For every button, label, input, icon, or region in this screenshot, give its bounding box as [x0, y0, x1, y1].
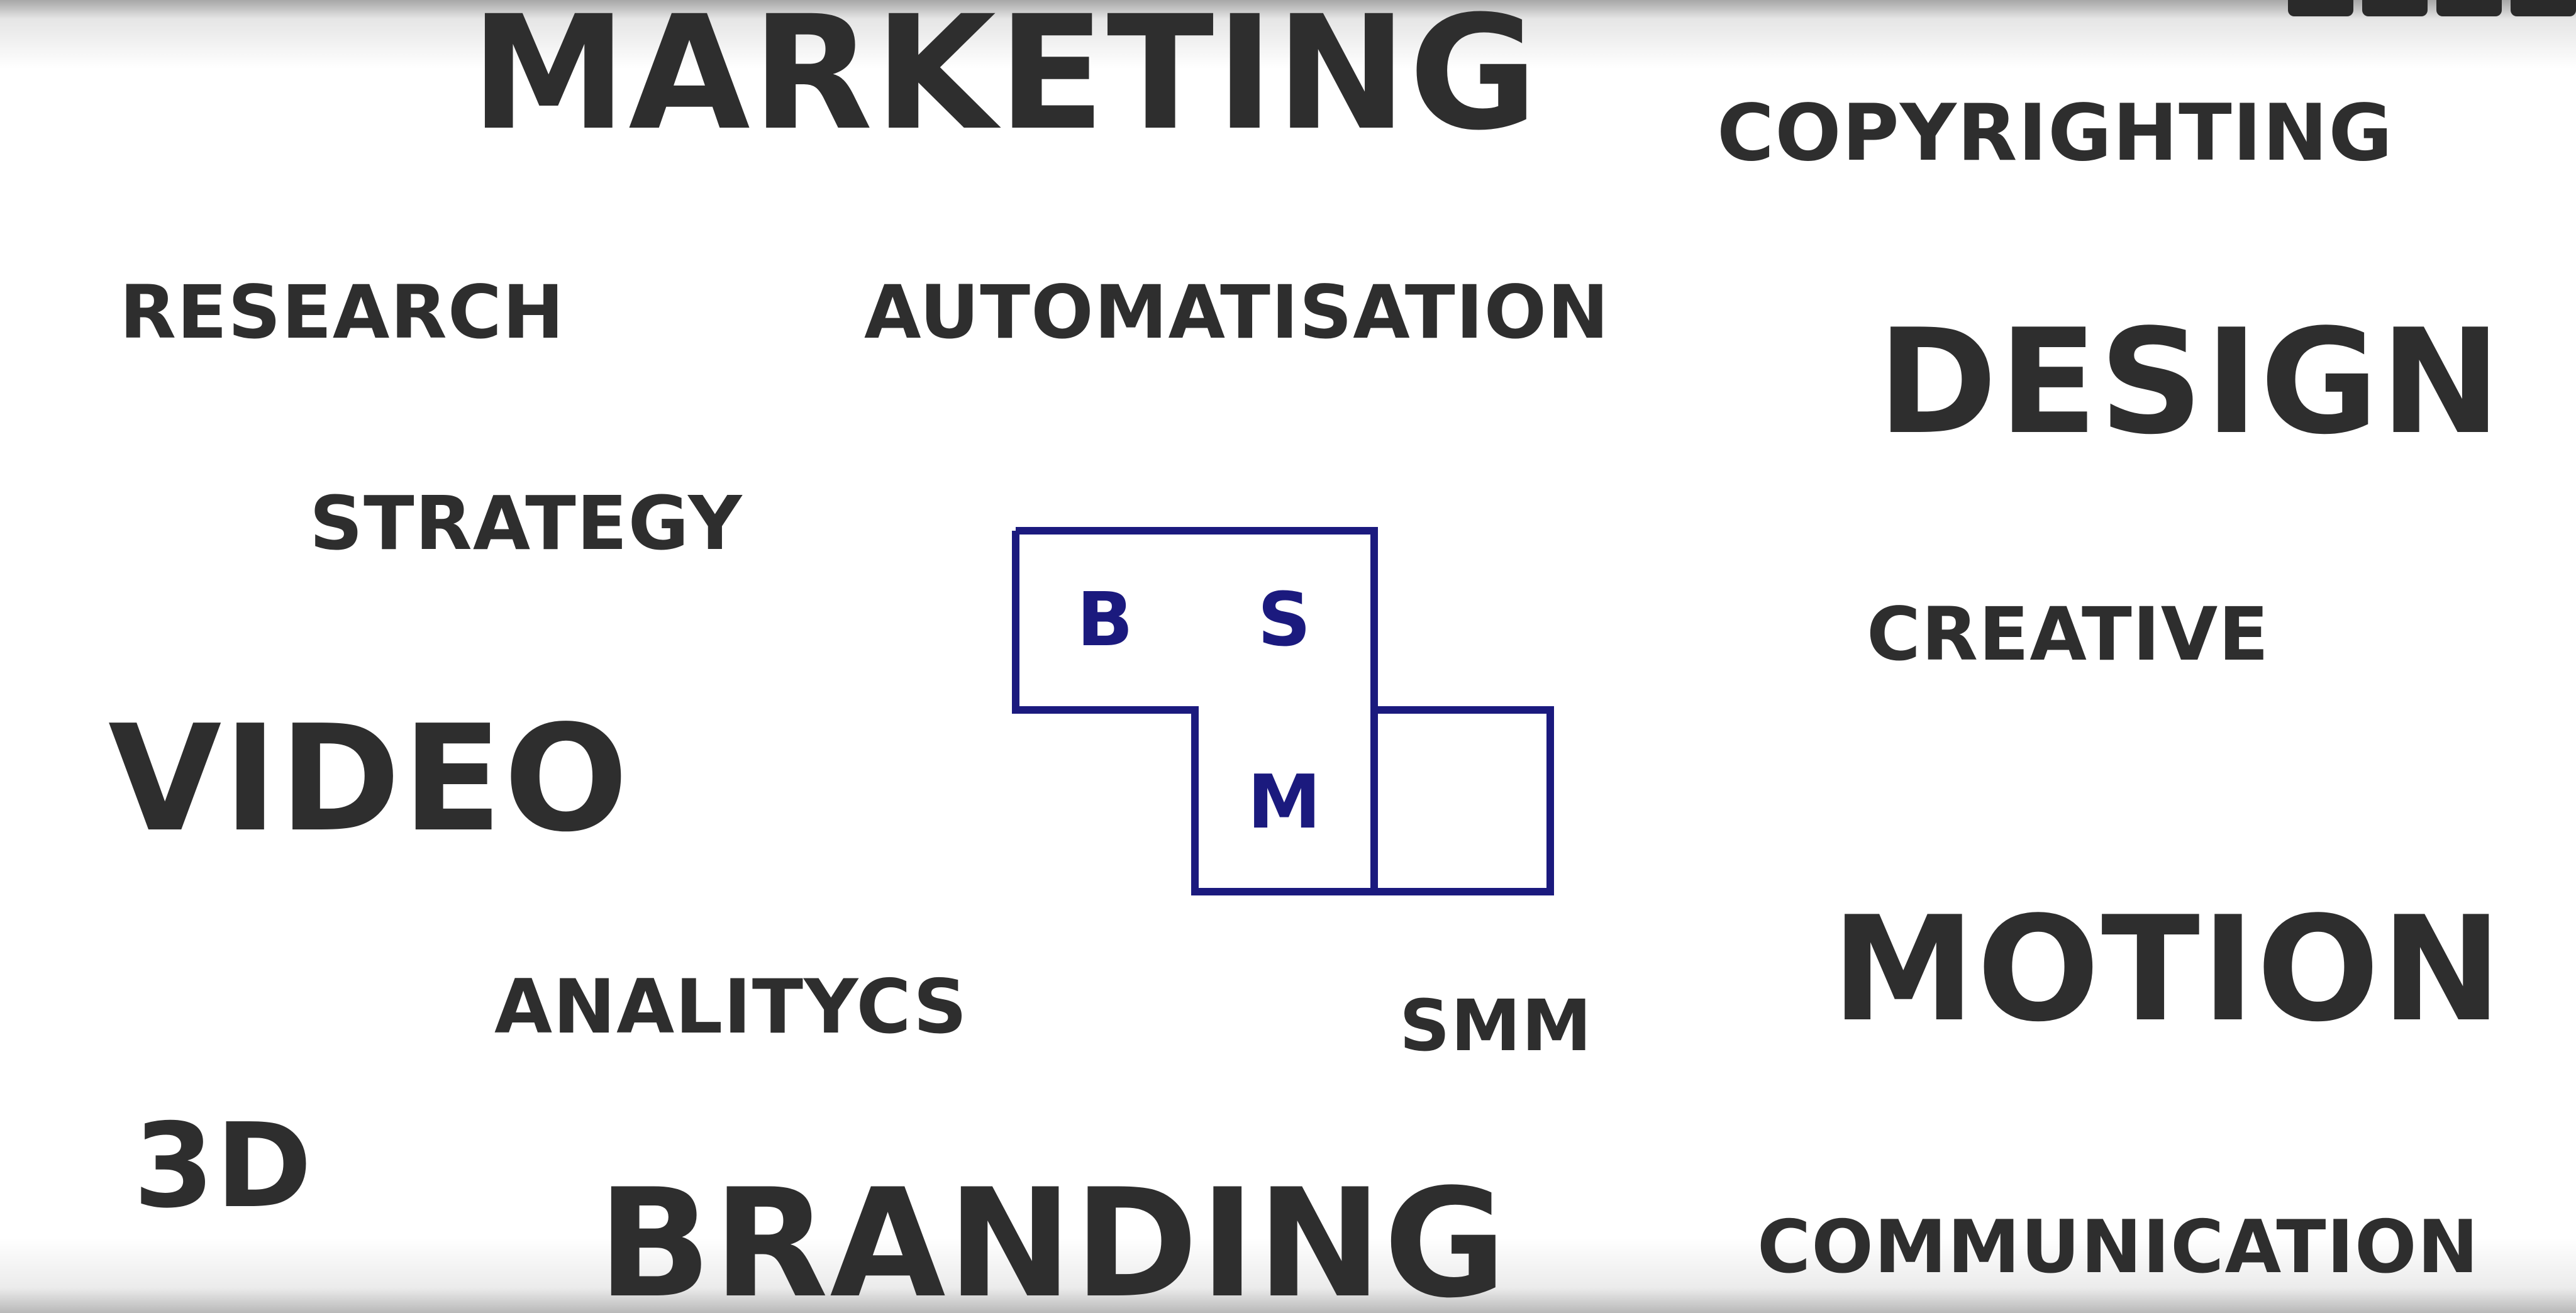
word-design: DESIGN: [1877, 299, 2503, 467]
word-analitycs: ANALITYCS: [494, 964, 968, 1051]
word-copyrighting: COPYRIGHTING: [1717, 88, 2394, 179]
logo-letter-m: M: [1247, 758, 1321, 845]
word-3d: 3D: [133, 1098, 313, 1234]
word-branding: BRANDING: [597, 1157, 1508, 1313]
word-marketing: MARKETING: [470, 0, 1540, 165]
word-communication: COMMUNICATION: [1757, 1205, 2480, 1290]
word-research: RESEARCH: [119, 269, 565, 355]
corner-mark: [2511, 0, 2576, 16]
word-motion: MOTION: [1831, 886, 2504, 1054]
logo-letter-b: B: [1077, 576, 1133, 663]
bsm-logo: B S M: [1012, 527, 1554, 895]
corner-marks: [2249, 0, 2576, 16]
corner-mark: [2436, 0, 2502, 16]
word-smm: SMM: [1399, 985, 1592, 1067]
corner-mark: [2288, 0, 2353, 16]
word-creative: CREATIVE: [1867, 591, 2270, 677]
logo-outline: [1012, 527, 1554, 895]
word-strategy: STRATEGY: [309, 480, 743, 567]
corner-mark: [2362, 0, 2428, 16]
word-automatisation: AUTOMATISATION: [864, 269, 1610, 355]
logo-letter-s: S: [1258, 576, 1311, 663]
word-video: VIDEO: [108, 694, 630, 864]
